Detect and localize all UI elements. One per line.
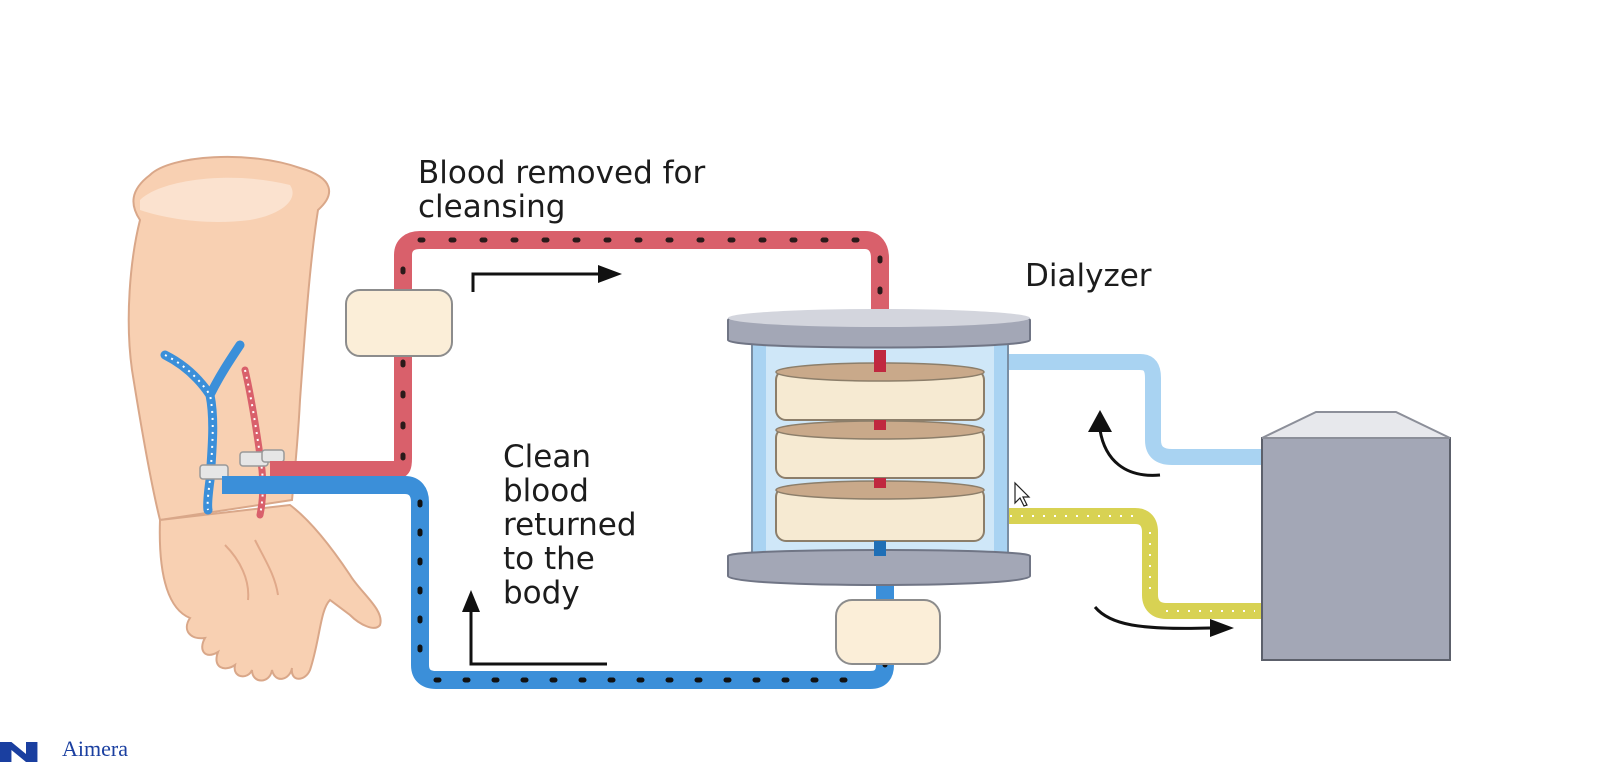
dialysate-out-tube — [1000, 508, 1262, 619]
needle-clip-1 — [199, 464, 229, 480]
elbow-highlight — [140, 177, 293, 222]
arrow-dialysate-down-head — [1210, 619, 1234, 637]
label-clean-line1: Clean — [503, 439, 591, 475]
dialyzer-top-cap-face — [728, 309, 1030, 327]
label-clean-line4: to the — [503, 541, 595, 577]
label-blood-removed-line2: cleansing — [418, 189, 566, 225]
needle-clip-3 — [261, 449, 285, 463]
palm-crease — [224, 539, 279, 601]
arrow-dialysate-up-head — [1088, 410, 1112, 432]
dialysate-out-dots — [1010, 515, 1255, 612]
dialyzer-blood-core-2 — [874, 420, 886, 430]
dialyzer-bottom-cap — [727, 549, 1031, 586]
arm-artery-dots — [244, 369, 264, 516]
air-trap-chamber — [835, 599, 941, 665]
label-clean-line2: blood — [503, 473, 589, 509]
venous-tube — [222, 476, 894, 689]
arterial-tube-dots — [400, 237, 883, 461]
venous-tube-dots — [417, 499, 888, 683]
hand — [158, 503, 382, 682]
logo-mark-icon — [0, 742, 38, 762]
dialysate-lines — [1000, 354, 1262, 619]
arm-illustration — [127, 155, 382, 682]
dialysis-machine — [1261, 411, 1451, 661]
mouse-cursor-icon — [1014, 481, 1031, 507]
label-blood-removed: Blood removed for cleansing — [418, 156, 705, 224]
aimera-logo: Aimera — [0, 738, 128, 762]
dialysate-in-tube — [1000, 354, 1262, 465]
venous-line — [222, 476, 941, 689]
arterial-line — [270, 231, 889, 479]
logo-text: Aimera — [62, 736, 128, 761]
arrow-blood-out — [471, 272, 598, 292]
arrow-blood-return-head — [462, 590, 480, 612]
dialyzer-blood-core — [874, 350, 886, 372]
arterial-tube — [270, 231, 889, 479]
flow-arrows — [462, 265, 1234, 666]
label-blood-removed-line1: Blood removed for — [418, 155, 706, 191]
arrow-dialysate-up — [1098, 429, 1161, 477]
dialyzer-blood-core-3 — [874, 478, 886, 488]
blood-pump — [345, 289, 453, 357]
arm-vein — [160, 340, 245, 515]
dialyzer — [727, 309, 1031, 586]
upper-arm — [127, 155, 331, 522]
arrow-blood-out-head — [598, 265, 622, 283]
arrow-blood-return — [469, 612, 607, 666]
label-clean-blood-returned: Clean blood returned to the body — [503, 440, 637, 610]
label-clean-line5: body — [503, 575, 580, 611]
dialyzer-blood-core-4 — [874, 541, 886, 556]
arrow-dialysate-down — [1093, 606, 1211, 630]
machine-body — [1261, 437, 1451, 661]
label-dialyzer: Dialyzer — [1025, 258, 1152, 294]
label-clean-line3: returned — [503, 507, 637, 543]
machine-top — [1261, 411, 1451, 439]
